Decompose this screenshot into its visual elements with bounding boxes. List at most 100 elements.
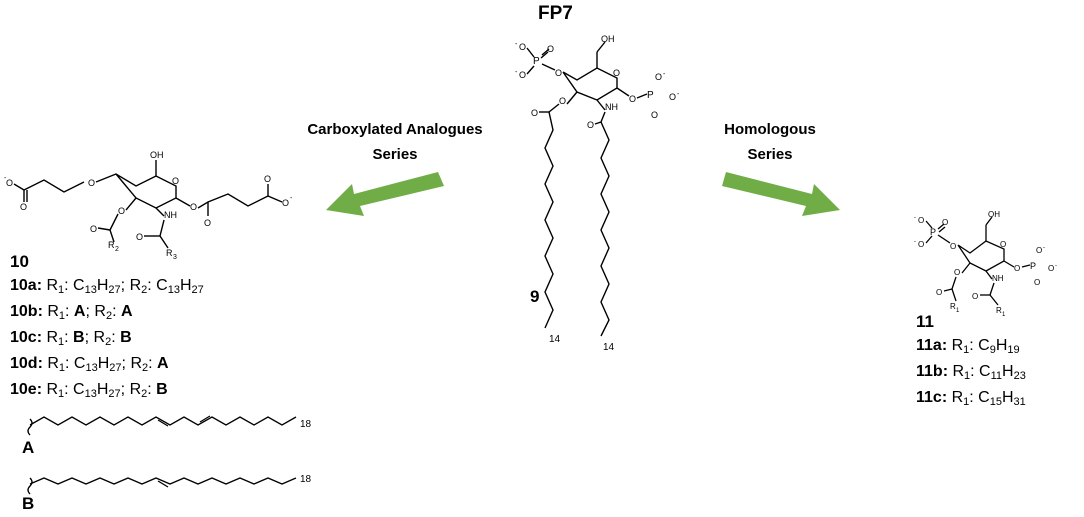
svg-text:P: P — [533, 56, 540, 67]
svg-text:R: R — [108, 240, 115, 250]
svg-text:O: O — [972, 292, 978, 301]
svg-text:-: - — [914, 239, 916, 245]
svg-text:O: O — [547, 44, 554, 54]
compound-11a-row: 11a: R1: C9H19 — [916, 337, 1020, 356]
svg-text:O: O — [559, 96, 566, 106]
compound-10-list: 10a: R1: C13H27; R2: C13H27 10b: R1: A; … — [10, 275, 204, 405]
chain-a-end: 18 — [300, 419, 312, 430]
fp7-structure: O- P O- O O O OH O P O- O- O NH O O O 14… — [515, 34, 680, 353]
svg-text:O: O — [1036, 246, 1042, 255]
svg-text:-: - — [515, 69, 518, 76]
compound-11-list: 11a: R1: C9H19 11b: R1: C11H23 11c: R1: … — [916, 335, 1026, 413]
svg-text:O: O — [651, 110, 658, 120]
homologous-series-label: Homologous Series — [724, 121, 816, 163]
diagram-title: FP7 — [538, 3, 573, 24]
compound-id: 11c: — [916, 389, 948, 406]
compound-10d-row: 10d: R1: C13H27; R2: A — [10, 355, 169, 374]
compound-9-number: 9 — [530, 287, 540, 306]
svg-text:O: O — [172, 176, 179, 186]
compound-10b-row: 10b: R1: A; R2: A — [10, 303, 133, 322]
arrow-to-carboxylated-series — [326, 172, 444, 216]
compound-id: 10d: — [10, 355, 43, 372]
chain-a-label: A — [22, 438, 35, 457]
r2-value: B — [156, 381, 168, 398]
svg-text:2: 2 — [115, 246, 119, 253]
chain-b-end: 18 — [300, 474, 312, 485]
chain-b-structure: 18 — [27, 474, 312, 495]
svg-text:-: - — [290, 195, 293, 202]
svg-text:O: O — [954, 268, 960, 277]
chain-b-label: B — [22, 494, 35, 513]
svg-text:O: O — [655, 72, 662, 82]
compound-id: 10a: — [10, 277, 43, 294]
svg-text:-: - — [663, 71, 666, 78]
compound-id: 10e: — [10, 381, 43, 398]
svg-text:OH: OH — [601, 34, 615, 44]
svg-text:-: - — [677, 91, 680, 98]
svg-text:-: - — [515, 41, 518, 48]
svg-text:O: O — [6, 178, 13, 188]
svg-text:P: P — [930, 227, 936, 237]
svg-text:O: O — [519, 42, 526, 52]
svg-text:O: O — [587, 120, 594, 130]
compound-10a-row: 10a: R1: C13H27; R2: C13H27 — [10, 277, 204, 296]
svg-text:1: 1 — [1002, 312, 1006, 318]
compound-id: 11a: — [916, 337, 948, 354]
compound-id: 10b: — [10, 303, 43, 320]
svg-text:O: O — [136, 232, 143, 242]
compound-id: 10c: — [10, 329, 43, 346]
chain-a-structure: 18 — [27, 415, 312, 436]
compound-10-number: 10 — [10, 252, 29, 271]
svg-text:O: O — [190, 202, 197, 212]
svg-text:O: O — [264, 174, 271, 184]
svg-text:NH: NH — [992, 274, 1004, 283]
svg-text:O: O — [204, 218, 211, 228]
svg-text:O: O — [90, 224, 97, 234]
svg-text:O: O — [118, 206, 125, 216]
svg-text:P: P — [647, 90, 654, 101]
arrow-to-homologous-series — [722, 172, 840, 216]
svg-text:O: O — [950, 242, 956, 251]
svg-text:O: O — [1014, 264, 1020, 273]
svg-text:1: 1 — [956, 308, 960, 314]
chain-end-left: 14 — [549, 334, 561, 345]
compound-id: 11b: — [916, 363, 949, 380]
compound-11c-row: 11c: R1: C15H31 — [916, 389, 1026, 408]
svg-text:P: P — [1030, 261, 1036, 271]
svg-text:O: O — [1000, 240, 1006, 249]
compound-11b-row: 11b: R1: C11H23 — [916, 363, 1026, 382]
svg-text:O: O — [1034, 278, 1040, 287]
svg-text:-: - — [914, 215, 916, 221]
compound-10c-row: 10c: R1: B; R2: B — [10, 329, 132, 348]
r2-value: A — [120, 303, 133, 320]
svg-text:O: O — [942, 218, 948, 227]
svg-text:O: O — [613, 68, 620, 78]
svg-text:O: O — [629, 94, 636, 104]
svg-text:O: O — [1048, 264, 1054, 273]
r1-value: B — [73, 329, 85, 346]
svg-text:NH: NH — [605, 102, 618, 112]
svg-text:O: O — [918, 216, 924, 225]
svg-text:NH: NH — [164, 210, 177, 220]
svg-text:O: O — [936, 288, 942, 297]
svg-text:-: - — [1055, 263, 1057, 269]
svg-text:O: O — [282, 198, 289, 208]
svg-text:O: O — [20, 202, 27, 212]
svg-text:3: 3 — [173, 254, 177, 261]
compound-10e-row: 10e: R1: C13H27; R2: B — [10, 381, 168, 400]
compound-11-number: 11 — [916, 312, 934, 331]
svg-text:O: O — [669, 92, 676, 102]
svg-text:O: O — [531, 108, 538, 118]
svg-text:-: - — [1043, 245, 1045, 251]
r1-value: A — [73, 303, 86, 320]
svg-text:R: R — [950, 302, 956, 311]
svg-text:-: - — [4, 175, 7, 182]
svg-text:OH: OH — [988, 210, 1000, 219]
carboxylated-series-label: Carboxylated Analogues Series — [307, 121, 483, 163]
svg-text:R: R — [166, 248, 173, 258]
svg-text:O: O — [918, 240, 924, 249]
r2-value: B — [120, 329, 132, 346]
chain-end-right: 14 — [603, 342, 615, 353]
